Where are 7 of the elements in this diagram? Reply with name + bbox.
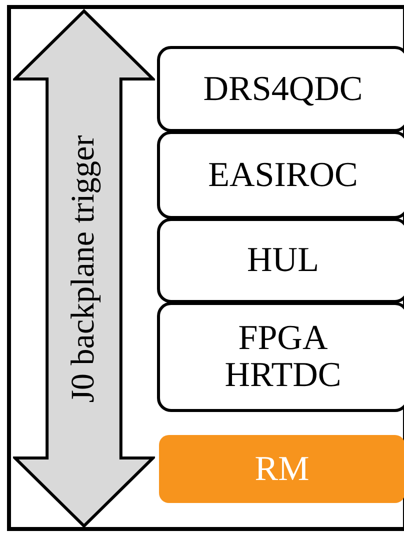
module-box: DRS4QDC [157, 46, 404, 132]
module-box: EASIROC [157, 131, 404, 219]
frame-border [7, 5, 404, 531]
module-box: RM [159, 435, 404, 503]
module-box: HUL [157, 218, 404, 303]
arrow-label: J0 backplane trigger [66, 134, 102, 402]
module-box: FPGA HRTDC [157, 302, 404, 412]
